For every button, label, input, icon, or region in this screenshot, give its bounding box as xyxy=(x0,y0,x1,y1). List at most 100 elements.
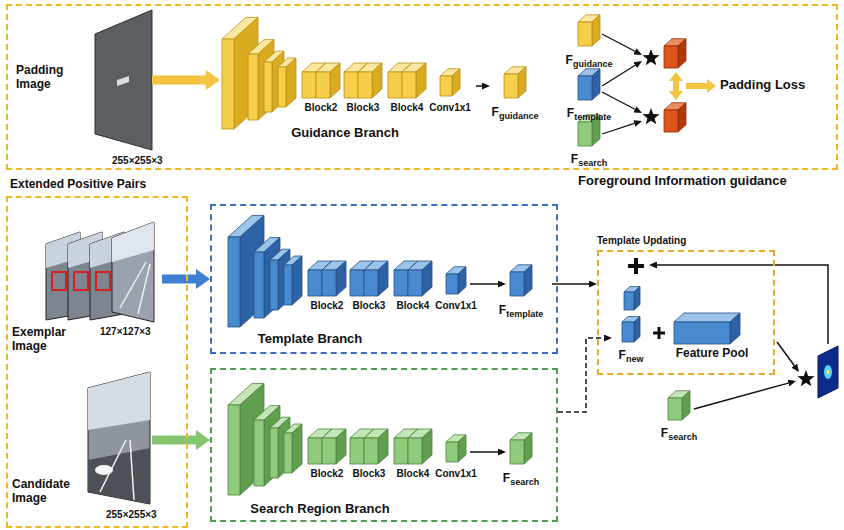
label-text: Foreground Information guidance xyxy=(578,174,787,189)
arrow xyxy=(470,451,498,453)
label-text: Conv1x1 xyxy=(435,468,477,480)
flow-arrow xyxy=(152,436,196,445)
label-text: 255×255×3 xyxy=(106,509,157,521)
rail-line xyxy=(130,440,134,500)
conv1x1-layer xyxy=(446,274,458,294)
arrow xyxy=(657,265,828,344)
conv-layer xyxy=(254,252,264,318)
residual-block xyxy=(422,429,432,464)
label-text: Block4 xyxy=(397,300,430,312)
label-text: Exemplar Image xyxy=(12,326,72,354)
feature-label: Fsearch xyxy=(661,423,697,442)
feature-cube xyxy=(634,287,640,310)
residual-block xyxy=(394,438,408,464)
arrow xyxy=(602,92,635,109)
flow-arrow xyxy=(152,76,206,85)
conv1x1-layer xyxy=(458,267,466,294)
feature-cube xyxy=(682,391,690,420)
label-text: Guidance Branch xyxy=(291,126,399,141)
response-cube xyxy=(664,110,678,132)
conv-layer xyxy=(292,424,302,473)
feature-cube xyxy=(524,265,532,296)
feature-pool: Feature Pool xyxy=(668,310,758,366)
conv-layer xyxy=(228,405,240,495)
conv-layer xyxy=(284,433,292,473)
feature-label: Fsearch xyxy=(571,149,607,168)
feature-label: Fguidance xyxy=(566,50,613,69)
feature-symbol: F xyxy=(619,348,626,362)
conv-layer xyxy=(258,40,274,120)
residual-block xyxy=(416,63,426,98)
conv-layer xyxy=(228,237,240,327)
arrow xyxy=(602,123,634,134)
feature-cube xyxy=(504,74,518,98)
residual-block xyxy=(344,72,358,98)
exemplar-sky xyxy=(112,222,154,262)
target-patch xyxy=(117,76,129,86)
residual-block xyxy=(364,438,378,464)
feature-label: Fguidance xyxy=(492,102,539,121)
feature-cube xyxy=(624,292,634,310)
label-text: Template Updating xyxy=(597,235,686,247)
feature-cube xyxy=(634,317,640,342)
conv-layer xyxy=(222,39,234,129)
conv-layer xyxy=(240,383,264,495)
feature-cube xyxy=(578,76,592,100)
residual-block xyxy=(408,438,422,464)
snow-patch xyxy=(95,465,113,475)
conv-layer xyxy=(234,17,258,129)
label-text: Template Branch xyxy=(258,332,363,347)
feature-label: Ftemplate xyxy=(567,103,611,122)
feature-symbol: F xyxy=(567,106,574,120)
conv-layer xyxy=(284,265,292,305)
flow-arrow xyxy=(476,85,482,87)
residual-block xyxy=(408,270,422,296)
residual-block xyxy=(378,429,388,464)
conv1x1-layer xyxy=(446,442,458,462)
conv-layer xyxy=(286,58,296,107)
conv-layer xyxy=(248,54,258,120)
conv-layer xyxy=(270,260,278,310)
rail-line xyxy=(138,264,150,314)
residual-block xyxy=(372,63,382,98)
feature-cube xyxy=(578,122,592,146)
conv-layer xyxy=(264,238,280,318)
conv1x1-layer xyxy=(458,435,466,462)
conv-layer xyxy=(240,215,264,327)
branch-box: Template BranchBlock2Block3Block4Conv1x1… xyxy=(210,204,558,354)
target-box xyxy=(96,272,110,290)
feature-symbol: F xyxy=(503,471,510,485)
feature-subscript: search xyxy=(578,158,607,168)
response-cube xyxy=(678,103,686,132)
feature-symbol: F xyxy=(566,53,573,67)
conv-layer xyxy=(264,62,272,112)
padding-image-picture xyxy=(95,10,152,150)
feature-map: Ftemplate xyxy=(560,66,620,118)
target-box xyxy=(52,272,66,290)
label-text: Conv1x1 xyxy=(435,300,477,312)
conv-layer xyxy=(264,406,280,486)
response-cube xyxy=(664,46,678,68)
region-box: Foreground Information guidancePadding I… xyxy=(6,4,838,170)
feature-label: Fsearch xyxy=(503,468,539,487)
residual-block xyxy=(336,261,346,296)
label-text: Block2 xyxy=(305,102,338,114)
region-box: Extended Positive PairsExemplar Image127… xyxy=(6,196,188,528)
label-text: Extended Positive Pairs xyxy=(10,178,146,192)
residual-block xyxy=(316,72,330,98)
candidate-picture xyxy=(88,372,150,504)
feature-subscript: template xyxy=(506,309,543,319)
branch-box: Search Region BranchBlock2Block3Block4Co… xyxy=(210,368,558,522)
residual-block xyxy=(350,270,364,296)
arrow xyxy=(602,34,635,51)
feature-map: Ftemplate xyxy=(496,262,552,314)
response-peak xyxy=(824,365,832,379)
label-text: Search Region Branch xyxy=(250,502,389,517)
residual-block xyxy=(308,270,322,296)
correlation-star xyxy=(642,108,659,124)
input-image: Padding Image255×255×3 xyxy=(95,10,152,150)
feature-cube xyxy=(524,433,532,464)
feature-cube xyxy=(510,440,524,464)
feature-symbol: F xyxy=(571,152,578,166)
label-text: Block4 xyxy=(397,468,430,480)
